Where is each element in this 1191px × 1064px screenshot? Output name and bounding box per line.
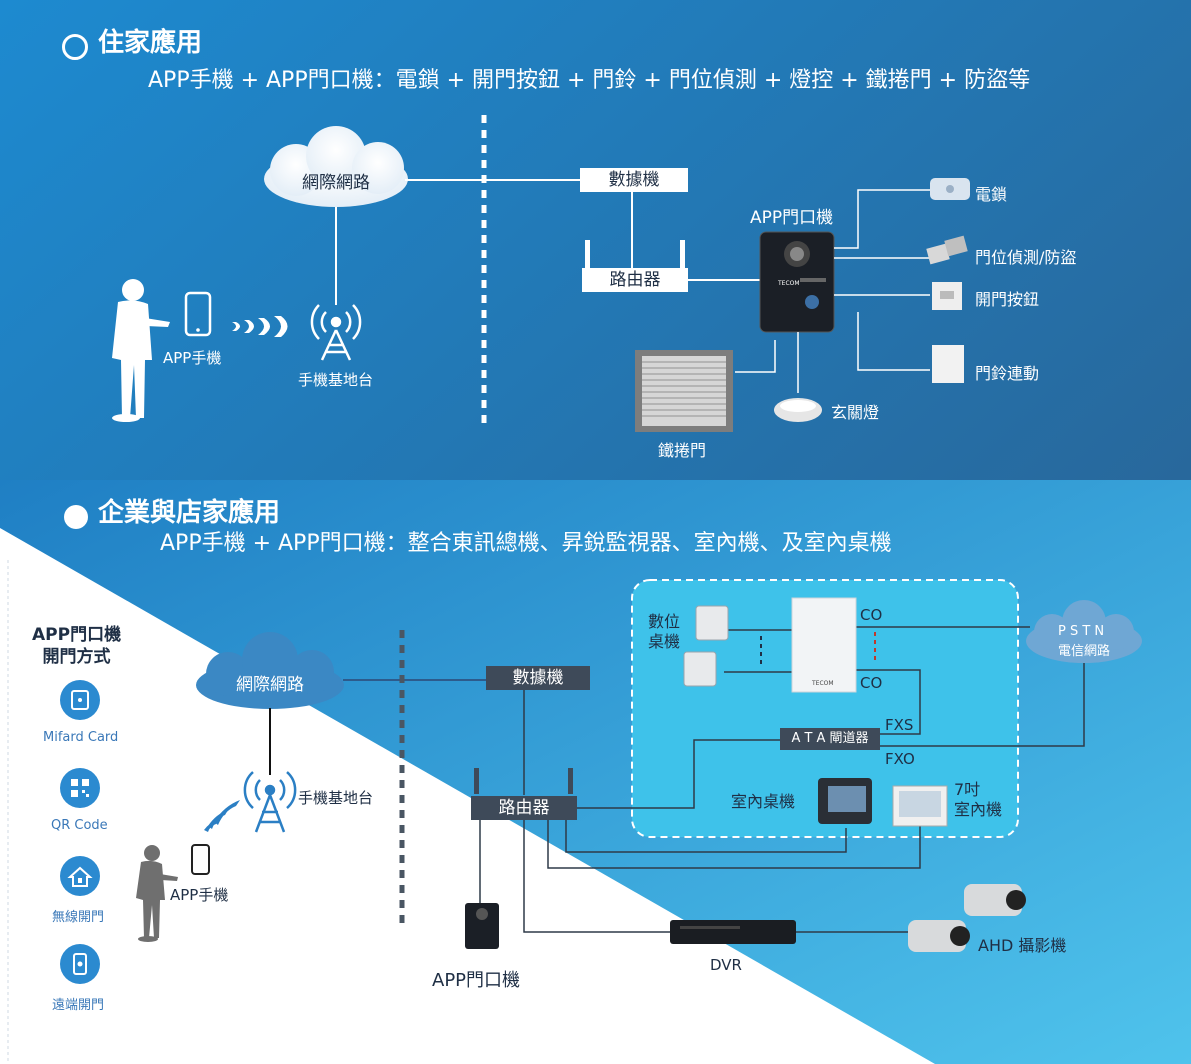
digital-phone-label: 數位 桌機 <box>648 612 681 651</box>
co-top-label: CO <box>860 606 883 624</box>
co-bottom-label: CO <box>860 674 883 692</box>
door-sensor-icon <box>926 235 968 265</box>
cloud-label-top: 網際網路 <box>302 173 370 193</box>
open-methods-title: APP門口機 開門方式 <box>32 625 122 667</box>
cell-tower-icon <box>310 304 362 361</box>
router-box-bottom: 路由器 <box>471 796 577 820</box>
pstn-cloud <box>1026 600 1142 663</box>
indoor-desk-phone-icon <box>818 778 872 824</box>
door-sensor-label: 門位偵測/防盜 <box>975 248 1077 267</box>
business-section-title: 企業與店家應用 <box>64 492 280 529</box>
modem-box-top: 數據機 <box>580 168 688 192</box>
dvr-label: DVR <box>710 956 742 974</box>
indoor-monitor-icon <box>892 785 948 827</box>
doorbell-icon <box>932 345 964 383</box>
doorbell-label: 門鈴連動 <box>975 364 1040 383</box>
ata-gateway-box: A T A 閘道器 <box>780 728 880 750</box>
wireless-home-icon <box>60 856 100 896</box>
pbx-brand: TECOM <box>812 680 834 687</box>
person-silhouette <box>112 279 170 422</box>
shutter-label: 鐵捲門 <box>658 441 707 460</box>
method-mifare-card: Mifard Card <box>43 730 119 745</box>
indoor-unit-label: 7吋 室內機 <box>954 780 1003 819</box>
door-station-device <box>759 231 835 333</box>
modem-box-bottom: 數據機 <box>486 666 590 690</box>
fxo-label: FXO <box>885 750 915 768</box>
qr-code-icon <box>60 768 100 808</box>
tower-label-top: 手機基地台 <box>298 371 374 389</box>
remote-open-icon <box>60 944 100 984</box>
hollow-bullet-icon <box>62 33 88 60</box>
signal-waves-icon-bottom <box>204 800 240 832</box>
internet-cloud <box>264 126 408 207</box>
pstn-title: P S T N <box>1058 624 1105 639</box>
open-button-label: 開門按鈕 <box>975 290 1040 309</box>
digital-phone-icon <box>683 605 729 687</box>
internet-cloud-bottom <box>196 632 344 709</box>
door-station-label-bottom: APP門口機 <box>432 970 521 991</box>
door-station-brand: TECOM <box>778 280 800 287</box>
shutter-icon <box>635 350 733 432</box>
electric-lock-icon <box>930 178 970 200</box>
porch-light-label: 玄關燈 <box>831 403 880 422</box>
router-box-top: 路由器 <box>582 268 688 292</box>
method-wireless: 無線開門 <box>52 910 105 925</box>
door-station-device-bottom <box>465 903 499 949</box>
cell-tower-icon-bottom <box>243 771 297 833</box>
business-subtitle: APP手機 + APP門口機：整合東訊總機、昇銳監視器、室內機、及室內桌機 <box>160 531 892 556</box>
residential-section-title: 住家應用 <box>62 22 202 60</box>
fxs-label: FXS <box>885 716 914 734</box>
pstn-subtitle: 電信網路 <box>1058 644 1111 659</box>
residential-subtitle: APP手機 + APP門口機：電鎖 + 開門按鈕 + 門鈴 + 門位偵測 + 燈… <box>148 68 1031 93</box>
pbx-device <box>791 597 857 693</box>
method-qr-code: QR Code <box>51 818 108 833</box>
tower-label-bottom: 手機基地台 <box>298 789 374 807</box>
door-station-label-top: APP門口機 <box>750 208 834 228</box>
person-silhouette-bottom <box>136 845 178 942</box>
filled-bullet-icon <box>64 504 88 529</box>
dvr-device <box>670 920 796 944</box>
signal-waves-icon <box>232 316 288 337</box>
pbx-region <box>631 579 1019 838</box>
ahd-camera-label: AHD 攝影機 <box>978 936 1067 955</box>
smartphone-icon <box>184 291 212 337</box>
cloud-label-bottom: 網際網路 <box>236 675 304 695</box>
card-icon <box>60 680 100 720</box>
electric-lock-label: 電鎖 <box>975 185 1008 204</box>
phone-label-top: APP手機 <box>163 349 222 367</box>
indoor-desk-label: 室內桌機 <box>731 792 796 811</box>
method-remote: 遠端開門 <box>52 998 105 1013</box>
smartphone-icon-bottom <box>191 844 210 875</box>
phone-label-bottom: APP手機 <box>170 886 229 904</box>
ahd-camera-icon <box>908 884 1026 952</box>
